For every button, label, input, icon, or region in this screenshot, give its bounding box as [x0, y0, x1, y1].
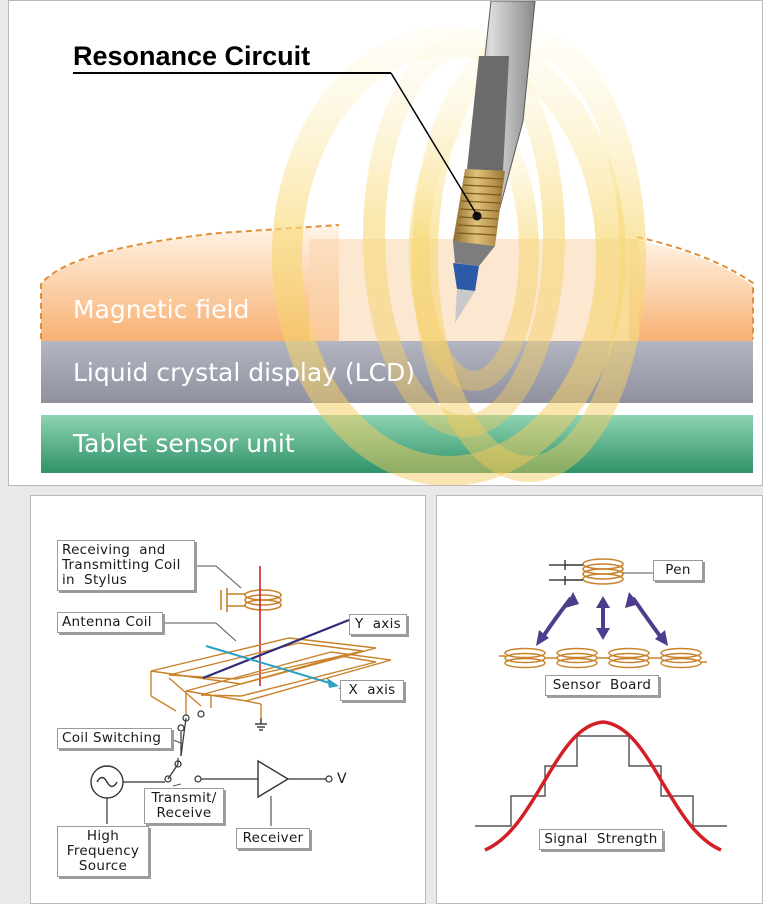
magnetic-field-label: Magnetic field [73, 295, 250, 324]
hf-source-symbol [90, 765, 124, 799]
tablet-sensor-label: Tablet sensor unit [73, 429, 295, 458]
signal-diagram [475, 558, 727, 852]
antenna-coil-loops [150, 637, 392, 718]
transmit-receive-switch [164, 760, 202, 783]
signal-diagram-panel: Pen Sensor Board Signal Strength [436, 495, 763, 904]
receiver-label: Receiver [236, 828, 310, 849]
antenna-coil-label: Antenna Coil [57, 612, 163, 633]
receiver-amplifier [257, 759, 290, 799]
signal-strength-label: Signal Strength [539, 829, 663, 850]
hf-source-label: High Frequency Source [57, 826, 149, 877]
signal-curve [484, 720, 722, 852]
x-axis-line [205, 645, 334, 685]
ground-symbol [255, 718, 267, 731]
stylus [453, 1, 536, 323]
sensor-board-coils [499, 647, 707, 669]
y-axis-line [202, 618, 350, 680]
circuit-diagram [90, 565, 392, 826]
coil-switching-label: Coil Switching [57, 728, 172, 749]
pen-sensor-illustration: Resonance Circuit Magnetic field Liquid … [8, 0, 763, 486]
receiving-transmitting-coil-label: Receiving and Transmitting Coil in Stylu… [57, 540, 195, 591]
magnetic-field-boundary [40, 224, 340, 339]
illustration-graphic [40, 1, 754, 485]
step-signal [475, 735, 727, 827]
lcd-label: Liquid crystal display (LCD) [73, 358, 416, 387]
circuit-diagram-panel: Receiving and Transmitting Coil in Stylu… [30, 495, 426, 904]
magnetic-field-dome [41, 226, 339, 341]
stylus-coil [220, 588, 282, 612]
x-axis-label: X axis [340, 680, 404, 701]
sensor-board-label: Sensor Board [545, 675, 659, 696]
resonance-circuit-label: Resonance Circuit [73, 41, 311, 71]
output-v-label: V [337, 771, 347, 787]
transmit-receive-label: Transmit/ Receive [144, 788, 224, 824]
y-axis-label: Y axis [349, 614, 407, 635]
pen-label: Pen [653, 560, 703, 581]
coil-switch [177, 710, 205, 732]
pen-coil [582, 558, 624, 585]
